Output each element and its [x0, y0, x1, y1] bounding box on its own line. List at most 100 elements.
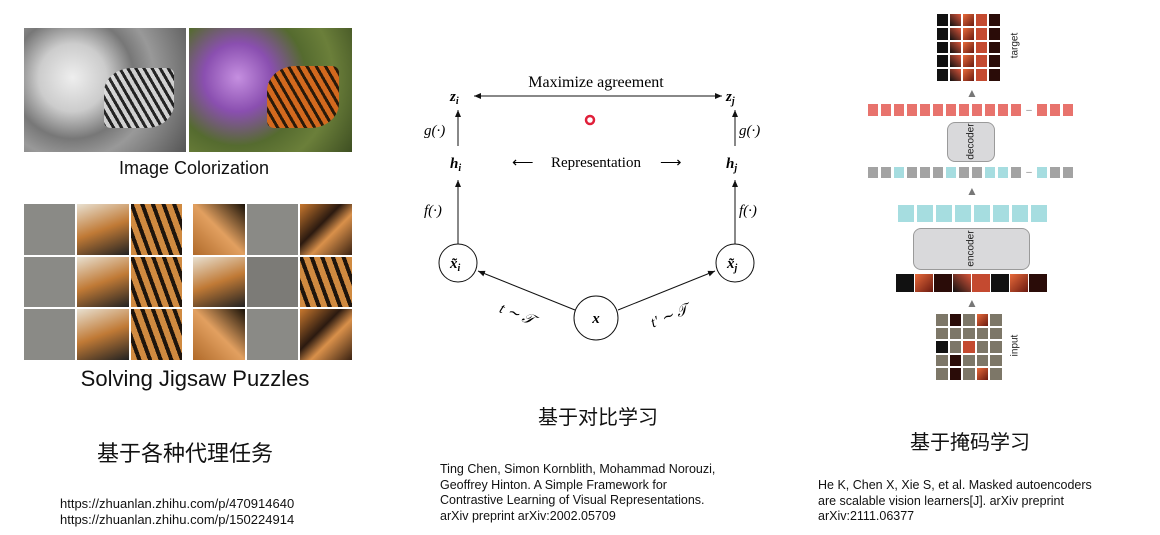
right-section-title: 基于掩码学习 — [910, 432, 1030, 454]
target-patch — [937, 27, 948, 40]
decoder-input-token — [1063, 167, 1073, 178]
representation-label: Representation — [551, 155, 641, 171]
target-patch — [976, 27, 987, 40]
jigsaw-tile — [130, 204, 182, 255]
target-patch — [963, 69, 974, 81]
decoder-input-token — [1011, 167, 1021, 178]
x-tilde-i-node — [438, 243, 478, 283]
jigsaw-caption: Solving Jigsaw Puzzles — [80, 366, 310, 391]
decoder-input-tokens: – — [868, 167, 1073, 178]
target-patch — [963, 27, 974, 40]
visible-patch — [1029, 274, 1047, 292]
f-left-label: f(·) — [424, 203, 442, 219]
t-left-label: t ∼ 𝒯 — [497, 301, 540, 331]
x-tilde-j-node — [715, 243, 755, 283]
decoder-output-token — [933, 104, 943, 116]
up-arrow-icon: ▲ — [966, 296, 978, 310]
encoded-token — [993, 205, 1009, 222]
target-image-grid — [937, 14, 1000, 81]
reference-link-1[interactable]: https://zhuanlan.zhihu.com/p/470914640 — [60, 496, 295, 511]
input-patch — [963, 368, 975, 380]
decoder-output-token — [972, 104, 982, 116]
visible-patch — [915, 274, 933, 292]
jigsaw-tile — [246, 256, 299, 308]
input-patch — [936, 341, 948, 353]
jigsaw-tile — [77, 204, 129, 255]
jigsaw-tile — [77, 256, 129, 308]
input-patch — [936, 314, 948, 326]
decoder-input-token — [868, 167, 878, 178]
z-i-label: zi — [449, 89, 459, 107]
jigsaw-tile — [246, 204, 299, 255]
decoder-output-token — [959, 104, 969, 116]
decoder-input-token — [907, 167, 917, 178]
jigsaw-tile — [193, 256, 245, 308]
input-patch — [976, 314, 989, 326]
decoder-input-token — [959, 167, 969, 178]
jigsaw-tile — [193, 204, 245, 255]
decoder-input-token — [933, 167, 943, 178]
decoder-input-token — [894, 167, 904, 178]
encoded-token — [955, 205, 971, 222]
target-patch — [963, 41, 974, 54]
input-patch — [963, 354, 975, 367]
target-patch — [950, 27, 961, 40]
decoder-output-token — [881, 104, 891, 116]
input-patch — [990, 327, 1002, 340]
svg-text:x̃j: x̃j — [726, 256, 738, 274]
svg-text:⟵: ⟵ — [512, 155, 534, 171]
decoder-block: decoder — [947, 122, 995, 162]
reference-link-2[interactable]: https://zhuanlan.zhihu.com/p/150224914 — [60, 511, 295, 527]
encoded-token — [936, 205, 952, 222]
jigsaw-shuffled-grid — [24, 204, 182, 360]
decoder-output-token — [946, 104, 956, 116]
target-patch — [950, 41, 961, 54]
colorization-color-image — [189, 28, 352, 152]
visible-patch — [953, 274, 971, 292]
input-patch — [976, 354, 989, 367]
colorization-caption: Image Colorization — [118, 158, 270, 178]
jigsaw-tile — [77, 309, 129, 360]
decoder-output-token — [1037, 104, 1047, 116]
input-patch — [949, 327, 962, 340]
decoder-output-token: – — [1026, 104, 1032, 116]
input-patch — [963, 327, 975, 340]
t-right-label: t' ∼ 𝒯 — [648, 300, 694, 331]
decoder-output-token — [1050, 104, 1060, 116]
input-patch — [976, 368, 989, 380]
decoder-output-token — [1063, 104, 1073, 116]
simclr-diagram: Maximize agreement zi zj g(·) g(·) hi hj… — [424, 74, 760, 341]
up-arrow-icon: ▲ — [966, 86, 978, 100]
decoder-input-token — [920, 167, 930, 178]
svg-text:x: x — [591, 311, 600, 327]
decoder-input-token — [972, 167, 982, 178]
target-patch — [989, 27, 1000, 40]
input-patch — [990, 341, 1002, 353]
input-patch — [949, 314, 962, 326]
target-patch — [963, 14, 974, 26]
visible-patches — [896, 274, 1047, 292]
jigsaw-tile — [24, 256, 76, 308]
jigsaw-tile — [130, 256, 182, 308]
jigsaw-tile — [246, 309, 299, 360]
encoded-token — [1031, 205, 1047, 222]
decoder-input-token — [985, 167, 995, 178]
decoder-input-token — [946, 167, 956, 178]
jigsaw-tile — [300, 256, 352, 308]
encoded-token — [898, 205, 914, 222]
decoder-output-token — [907, 104, 917, 116]
target-patch — [937, 41, 948, 54]
encoded-token — [974, 205, 990, 222]
simclr-reference: Ting Chen, Simon Kornblith, Mohammad Nor… — [440, 462, 716, 523]
left-section-title: 基于各种代理任务 — [96, 441, 273, 466]
target-patch — [976, 41, 987, 54]
middle-section-title: 基于对比学习 — [538, 407, 658, 429]
encoder-block: encoder — [913, 228, 1030, 270]
g-left-label: g(·) — [424, 123, 445, 139]
mae-reference: He K, Chen X, Xie S, et al. Masked autoe… — [818, 478, 1092, 523]
input-patch — [936, 368, 948, 380]
target-patch — [989, 41, 1000, 54]
input-patch — [990, 354, 1002, 367]
decoder-input-token — [1050, 167, 1060, 178]
encoded-tokens — [898, 205, 1047, 222]
